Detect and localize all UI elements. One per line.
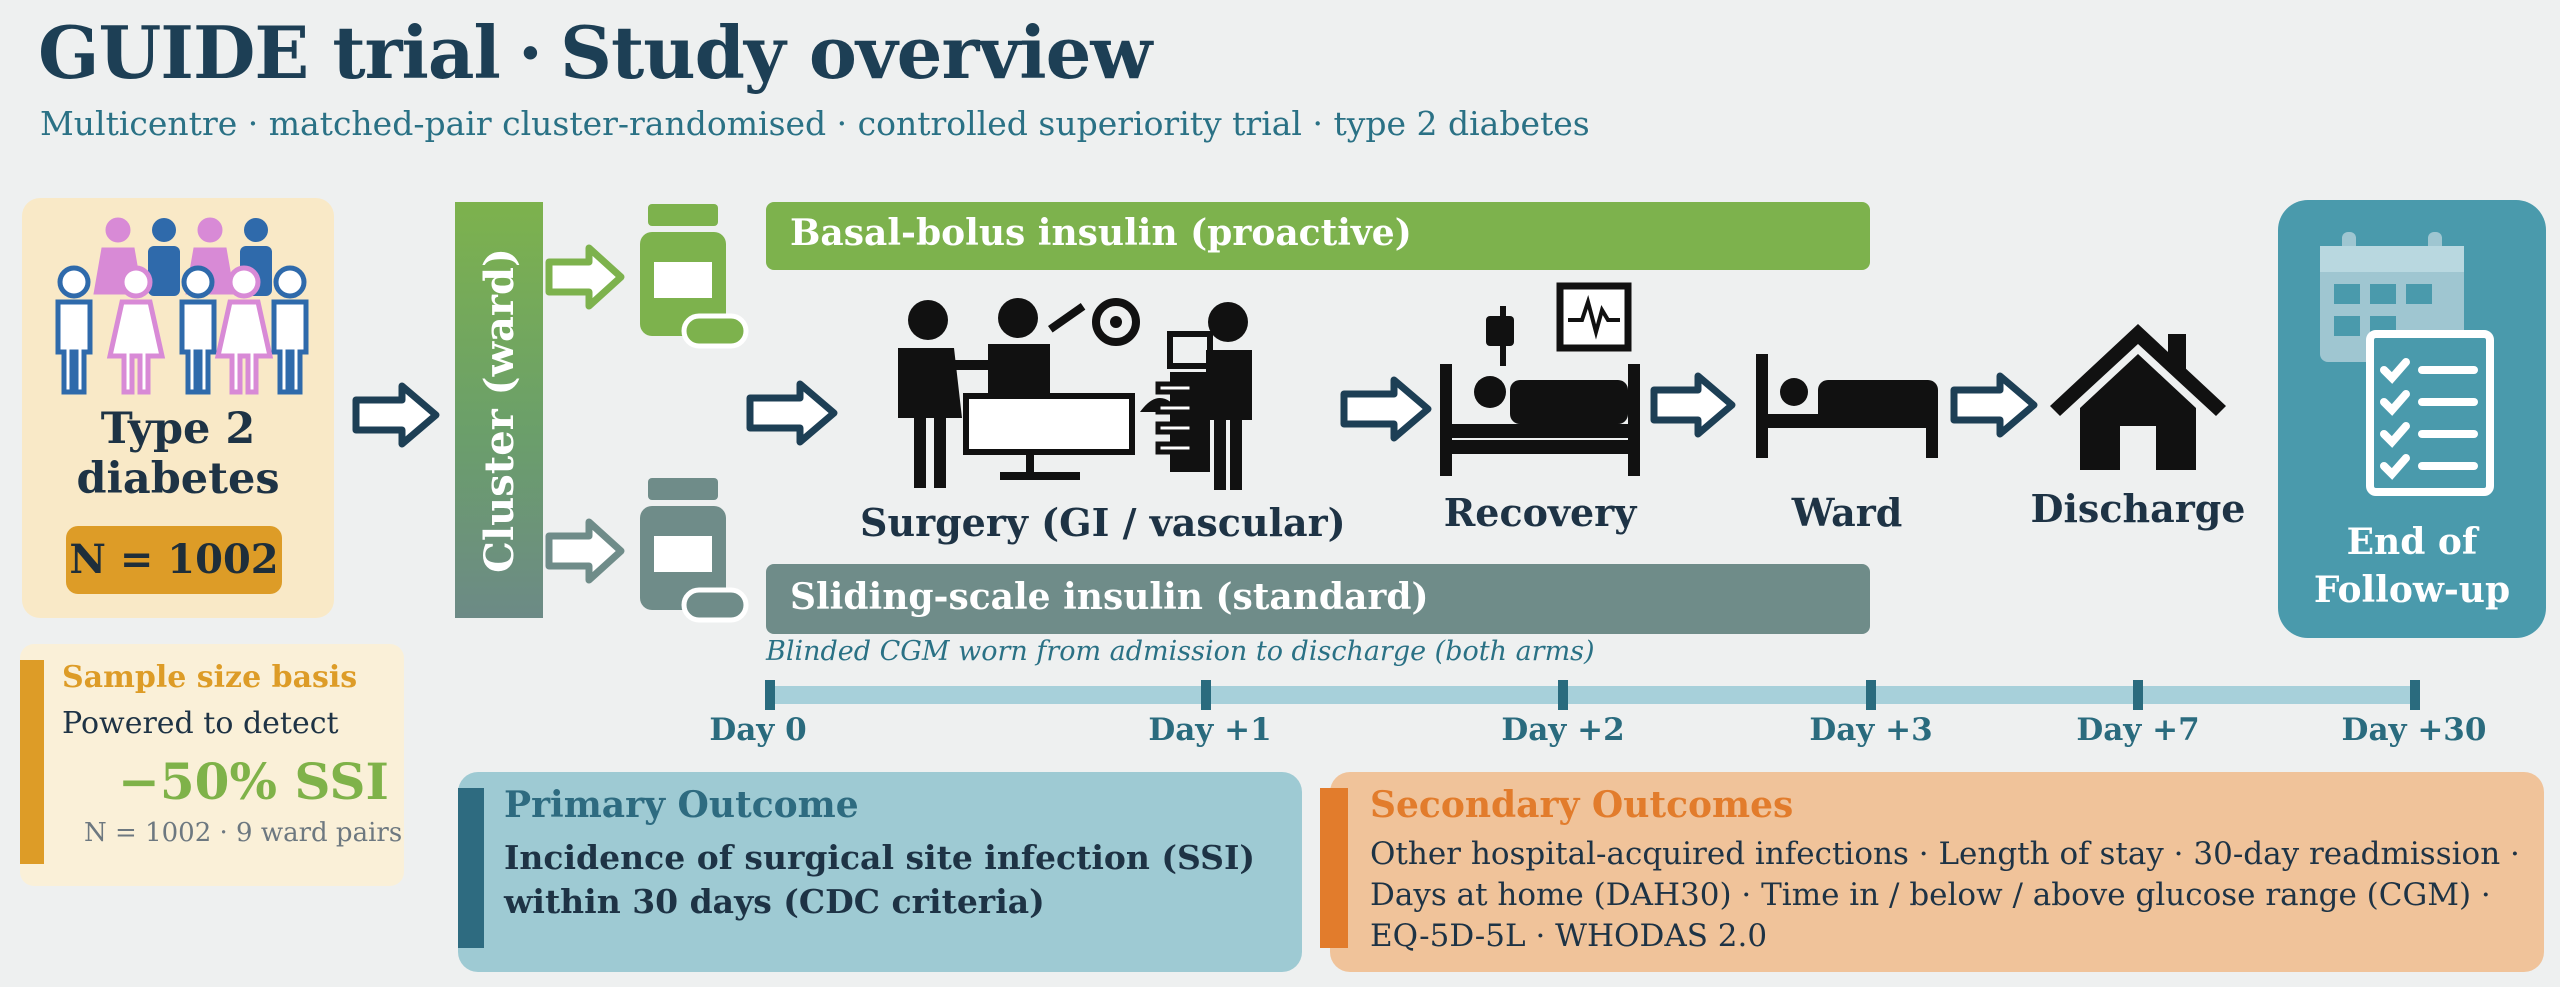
page-subtitle: Multicentre · matched-pair cluster-rando… bbox=[40, 104, 1590, 143]
arrow-right-icon bbox=[1340, 376, 1432, 442]
title-main: GUIDE trial bbox=[38, 10, 501, 95]
timeline-tick bbox=[765, 680, 775, 710]
timeline-day-label: Day +30 bbox=[2341, 712, 2487, 748]
control-arm-banner bbox=[766, 564, 1870, 634]
hospital-bed-icon bbox=[1440, 306, 1640, 476]
secondary-outcomes-title: Secondary Outcomes bbox=[1370, 784, 1794, 826]
secondary-outcomes-accent-bar bbox=[1320, 788, 1348, 948]
checklist-icon bbox=[2366, 330, 2494, 496]
timeline-day-label: Day +7 bbox=[2076, 712, 2200, 748]
cgm-note: Blinded CGM worn from admission to disch… bbox=[766, 636, 1595, 667]
pill-bottle-icon bbox=[640, 204, 749, 349]
cluster-label: Cluster (ward) bbox=[475, 247, 523, 573]
sample-size-accent-bar bbox=[20, 660, 44, 864]
control-arm-label: Sliding-scale insulin (standard) bbox=[790, 576, 1429, 618]
arrow-right-icon bbox=[545, 244, 625, 310]
ward-bed-icon bbox=[1756, 354, 1938, 458]
cluster-ward-bar bbox=[455, 202, 543, 618]
timeline-tick bbox=[2410, 680, 2420, 710]
surgery-label: Surgery (GI / vascular) bbox=[860, 500, 1346, 545]
sample-size-footnote: N = 1002 · 9 ward pairs bbox=[84, 818, 403, 848]
arrow-right-icon bbox=[1650, 372, 1736, 438]
sample-size-title: Sample size basis bbox=[62, 660, 358, 695]
population-label: Type 2 diabetes bbox=[76, 404, 280, 504]
arrow-right-icon bbox=[352, 382, 440, 448]
sample-size-effect: −50% SSI bbox=[118, 752, 389, 811]
timeline-day-label: Day +2 bbox=[1501, 712, 1625, 748]
timeline-day-label: Day +3 bbox=[1809, 712, 1933, 748]
secondary-outcomes-text: Other hospital-acquired infections · Len… bbox=[1370, 836, 2520, 954]
people-group-icon bbox=[55, 217, 309, 395]
arrow-right-icon bbox=[1950, 372, 2038, 438]
house-icon bbox=[2050, 324, 2226, 470]
timeline-day-label: Day 0 bbox=[709, 712, 807, 748]
primary-outcome-title: Primary Outcome bbox=[504, 784, 859, 826]
heart-monitor-icon bbox=[1556, 282, 1632, 352]
timeline-bar bbox=[766, 686, 2416, 704]
surgery-team-icon bbox=[898, 298, 1252, 490]
arrow-right-icon bbox=[746, 380, 838, 446]
ward-label: Ward bbox=[1791, 490, 1903, 535]
primary-outcome-panel bbox=[458, 772, 1302, 972]
timeline-tick bbox=[1866, 680, 1876, 710]
title-sub: Study overview bbox=[559, 10, 1152, 95]
timeline-tick bbox=[2133, 680, 2143, 710]
discharge-label: Discharge bbox=[2030, 486, 2246, 531]
pill-bottle-icon bbox=[640, 478, 749, 623]
secondary-outcomes-panel bbox=[1330, 772, 2544, 972]
arrow-right-icon bbox=[545, 518, 625, 584]
end-of-followup-label: End of Follow-up bbox=[2313, 521, 2511, 611]
sample-count-badge: N = 1002 bbox=[66, 526, 282, 594]
sample-size-line: Powered to detect bbox=[62, 706, 339, 741]
intervention-arm-banner bbox=[766, 202, 1870, 270]
title-separator: · bbox=[517, 10, 543, 95]
recovery-label: Recovery bbox=[1443, 490, 1637, 535]
page-title: GUIDE trial·Study overview bbox=[38, 10, 1152, 95]
intervention-arm-label: Basal-bolus insulin (proactive) bbox=[790, 212, 1412, 254]
sample-size-panel bbox=[20, 644, 404, 886]
timeline-tick bbox=[1201, 680, 1211, 710]
primary-outcome-accent-bar bbox=[458, 788, 484, 948]
timeline-tick bbox=[1558, 680, 1568, 710]
primary-outcome-text: Incidence of surgical site infection (SS… bbox=[504, 838, 1255, 921]
timeline-day-label: Day +1 bbox=[1148, 712, 1272, 748]
cluster-label-wrap: Cluster (ward) bbox=[455, 202, 543, 618]
